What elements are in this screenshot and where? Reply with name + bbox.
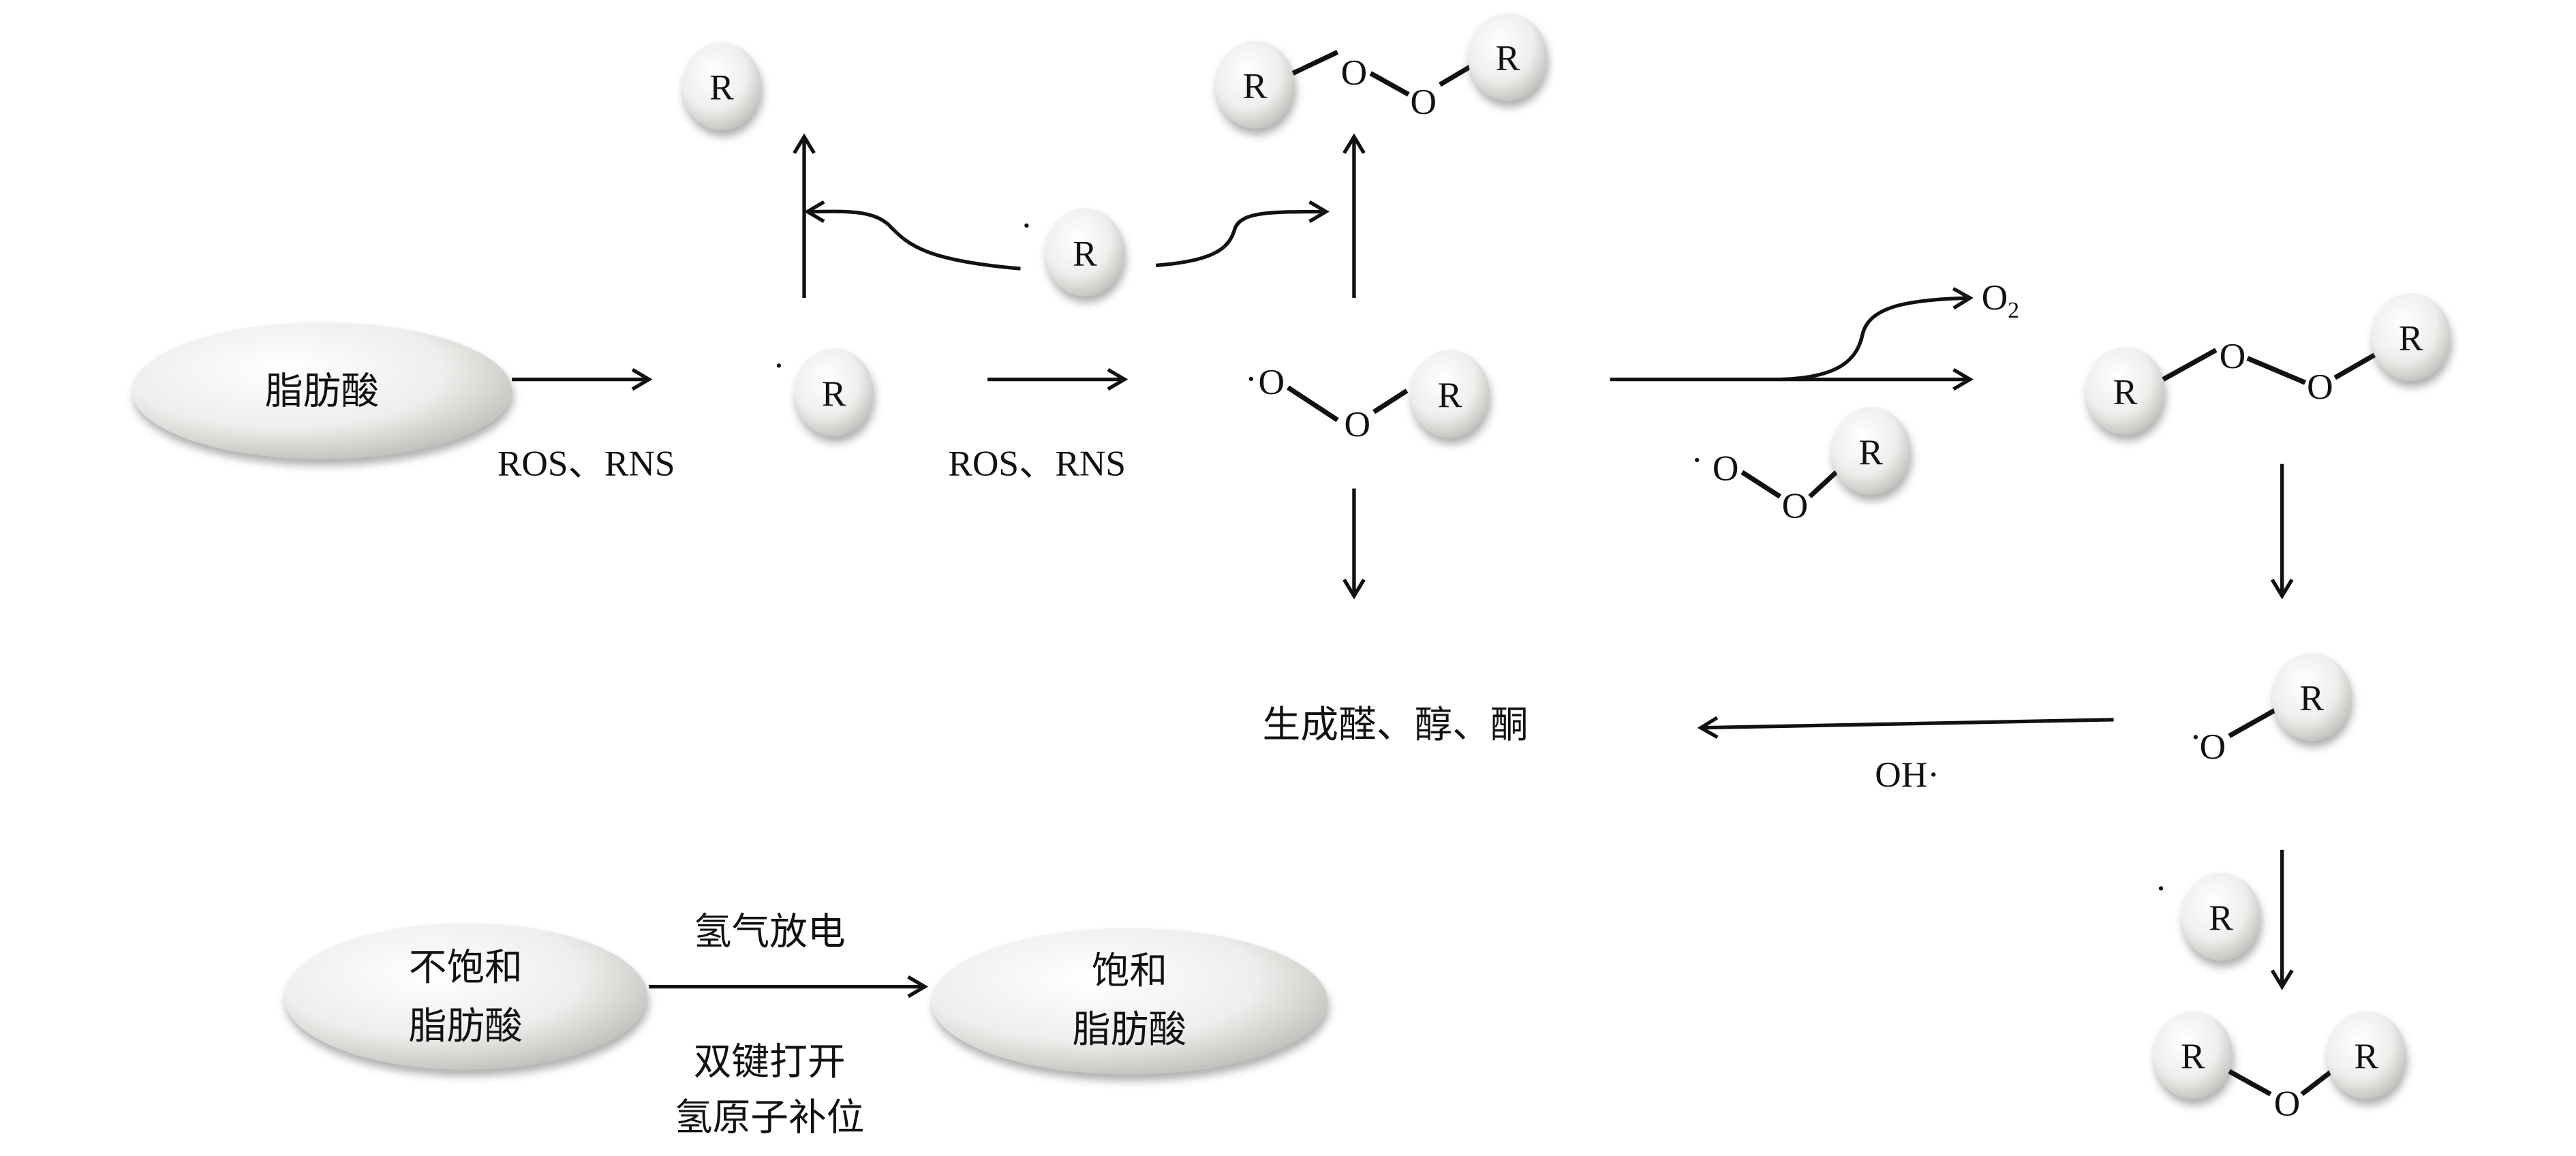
hydrogen-fill-label: 氢原子补位 <box>675 1097 865 1138</box>
radical-dot: · <box>2190 718 2202 757</box>
peroxide-right: R O O R <box>2085 292 2451 435</box>
unsaturated-label-2: 脂肪酸 <box>409 1005 523 1047</box>
saturated-fatty-acid-node: 饱和 脂肪酸 <box>931 928 1328 1075</box>
ether-product: R O R <box>2153 1011 2406 1123</box>
alkyl-radical-middle: · R <box>1020 207 1125 296</box>
peroxyl-radical: · O O R <box>1245 350 1490 445</box>
radical-dot: · <box>2155 869 2167 909</box>
unsaturated-fatty-acid-node: 不饱和 脂肪酸 <box>283 923 647 1070</box>
atom-R: R <box>1495 39 1520 78</box>
R-product: R <box>681 42 762 131</box>
atom-R: R <box>822 374 846 414</box>
ros-rns-label-1: ROS、RNS <box>497 444 675 484</box>
alkyl-radical-right: · R <box>2155 869 2261 961</box>
fatty-acid-label: 脂肪酸 <box>265 371 379 412</box>
peroxide-top: R O O R <box>1215 13 1548 129</box>
unsaturated-label-1: 不饱和 <box>409 947 523 988</box>
saturated-label-1: 饱和 <box>1092 950 1167 992</box>
products-label: 生成醛、醇、酮 <box>1262 704 1528 746</box>
fatty-acid-node: 脂肪酸 <box>132 322 512 459</box>
atom-O: O <box>1782 487 1808 526</box>
atom-O: O <box>1341 54 1367 93</box>
atom-O: O <box>2274 1084 2300 1124</box>
arrow-left-to-products <box>1701 720 2114 728</box>
atom-R: R <box>2113 373 2138 412</box>
radical-dot: · <box>773 347 785 386</box>
atom-R: R <box>2181 1037 2205 1076</box>
atom-R: R <box>1438 376 1462 416</box>
o2-label: O2 <box>1982 278 2019 323</box>
arrow-release-o2 <box>1780 298 1970 382</box>
saturated-label-2: 脂肪酸 <box>1073 1009 1186 1050</box>
atom-R: R <box>709 68 734 108</box>
atom-O: O <box>2220 337 2245 376</box>
curved-arrow-right <box>1155 212 1326 267</box>
curved-arrow-left <box>808 211 1021 271</box>
atom-R: R <box>2209 898 2233 938</box>
hydrogen-discharge-label: 氢气放电 <box>694 911 846 953</box>
atom-R: R <box>1073 234 1097 274</box>
oh-radical-label: OH· <box>1875 755 1939 795</box>
peroxyl-radical-reactant: · O O R <box>1691 407 1911 526</box>
radical-dot: · <box>1691 441 1703 481</box>
alkoxyl-radical: · O R <box>2190 652 2352 767</box>
alkyl-radical: · R <box>773 347 874 437</box>
atom-R: R <box>2399 319 2423 359</box>
ros-rns-label-2: ROS、RNS <box>948 444 1126 484</box>
atom-O: O <box>1410 83 1436 123</box>
atom-R: R <box>1243 67 1268 106</box>
radical-dot: · <box>1245 360 1257 399</box>
radical-dot: · <box>1020 207 1032 246</box>
atom-O: O <box>1713 449 1738 489</box>
atom-O: O <box>1259 363 1285 402</box>
atom-O: O <box>1345 406 1370 445</box>
atom-R: R <box>2354 1037 2378 1076</box>
atom-O: O <box>2307 368 2333 408</box>
atom-R: R <box>2300 679 2325 718</box>
atom-O: O <box>2200 727 2226 767</box>
atom-R: R <box>1859 433 1884 472</box>
double-bond-open-label: 双键打开 <box>694 1041 846 1083</box>
